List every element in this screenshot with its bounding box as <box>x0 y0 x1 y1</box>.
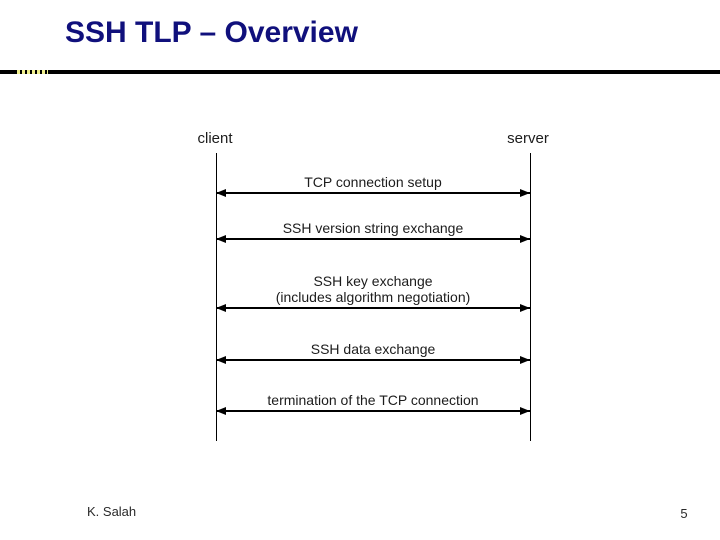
message-label: SSH key exchange (includes algorithm neg… <box>275 273 471 305</box>
arrowhead-left-icon <box>216 407 226 415</box>
title-divider <box>0 70 720 74</box>
arrowhead-left-icon <box>216 304 226 312</box>
footer-page-number: 5 <box>680 506 688 521</box>
message-label: termination of the TCP connection <box>267 392 479 408</box>
actor-client-label: client <box>197 130 233 147</box>
page-title: SSH TLP – Overview <box>65 16 358 49</box>
footer-author: K. Salah <box>87 504 137 519</box>
message-ssh-key-exchange: SSH key exchange (includes algorithm neg… <box>216 273 530 312</box>
client-lifeline <box>216 153 217 441</box>
message-label: SSH data exchange <box>310 341 436 357</box>
arrowhead-right-icon <box>520 235 530 243</box>
arrowhead-right-icon <box>520 356 530 364</box>
actor-server-label: server <box>507 130 549 147</box>
message-tcp-connection-setup: TCP connection setup <box>216 174 530 197</box>
arrowhead-left-icon <box>216 189 226 197</box>
arrowhead-right-icon <box>520 407 530 415</box>
divider-dashes-decoration <box>17 70 48 74</box>
arrowhead-right-icon <box>520 304 530 312</box>
message-label: TCP connection setup <box>304 174 442 190</box>
arrowhead-right-icon <box>520 189 530 197</box>
message-label: SSH version string exchange <box>282 220 464 236</box>
arrowhead-left-icon <box>216 235 226 243</box>
message-ssh-data-exchange: SSH data exchange <box>216 341 530 364</box>
server-lifeline <box>530 153 531 441</box>
arrowhead-left-icon <box>216 356 226 364</box>
message-ssh-version-string-exchange: SSH version string exchange <box>216 220 530 243</box>
message-tcp-termination: termination of the TCP connection <box>216 392 530 415</box>
